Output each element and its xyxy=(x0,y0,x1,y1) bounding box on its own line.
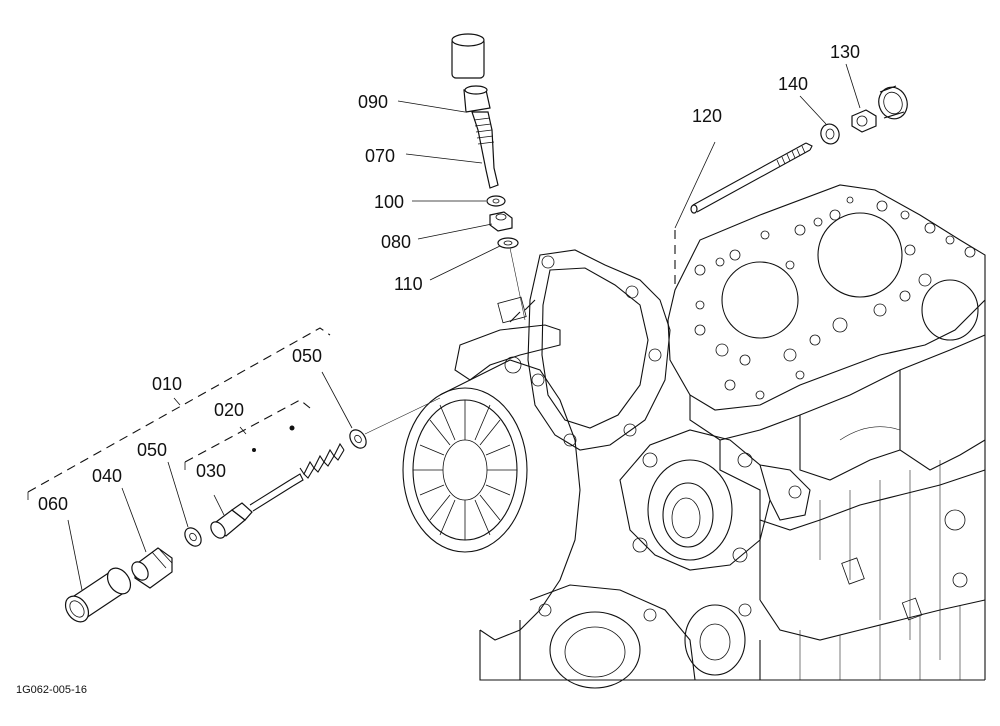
part-140-washer xyxy=(799,95,840,145)
drawing-number: 1G062-005-16 xyxy=(16,684,87,696)
part-120-stud xyxy=(674,141,813,229)
cap-seal xyxy=(878,85,908,120)
engine-block xyxy=(402,184,986,689)
part-030-valve xyxy=(210,448,304,539)
label-020: 020 xyxy=(214,400,244,420)
label-060: 060 xyxy=(38,494,68,514)
part-110-washer xyxy=(429,237,519,281)
label-120: 120 xyxy=(692,106,722,126)
part-050-washer-left xyxy=(167,461,202,547)
label-040: 040 xyxy=(92,466,122,486)
label-100: 100 xyxy=(374,192,404,212)
oil-pump-cover xyxy=(519,584,752,689)
label-070: 070 xyxy=(365,146,395,166)
label-030: 030 xyxy=(196,461,226,481)
label-080: 080 xyxy=(381,232,411,252)
label-010: 010 xyxy=(152,374,182,394)
injector-centerline xyxy=(509,247,526,321)
part-130-nut xyxy=(845,63,877,133)
label-110: 110 xyxy=(394,274,423,294)
part-050-washer-right xyxy=(321,371,367,449)
part-090-cap xyxy=(397,33,491,113)
part-080-nut xyxy=(417,211,513,240)
part-040-nut xyxy=(121,487,173,589)
label-050-left: 050 xyxy=(137,440,167,460)
part-070-nozzle xyxy=(405,111,499,189)
part-100-washer xyxy=(412,195,506,207)
group-020-bracket xyxy=(184,399,311,470)
head-gasket xyxy=(667,184,986,411)
group-010-bracket xyxy=(27,327,331,500)
part-020-spring xyxy=(289,425,345,479)
label-090: 090 xyxy=(358,92,388,112)
label-140: 140 xyxy=(778,74,808,94)
left-assembly-centerline xyxy=(364,397,441,435)
pump-housing xyxy=(619,429,811,571)
label-050-right: 050 xyxy=(292,346,322,366)
label-130: 130 xyxy=(830,42,860,62)
front-cover-ribbed xyxy=(402,387,528,553)
part-060-sleeve xyxy=(64,519,132,623)
